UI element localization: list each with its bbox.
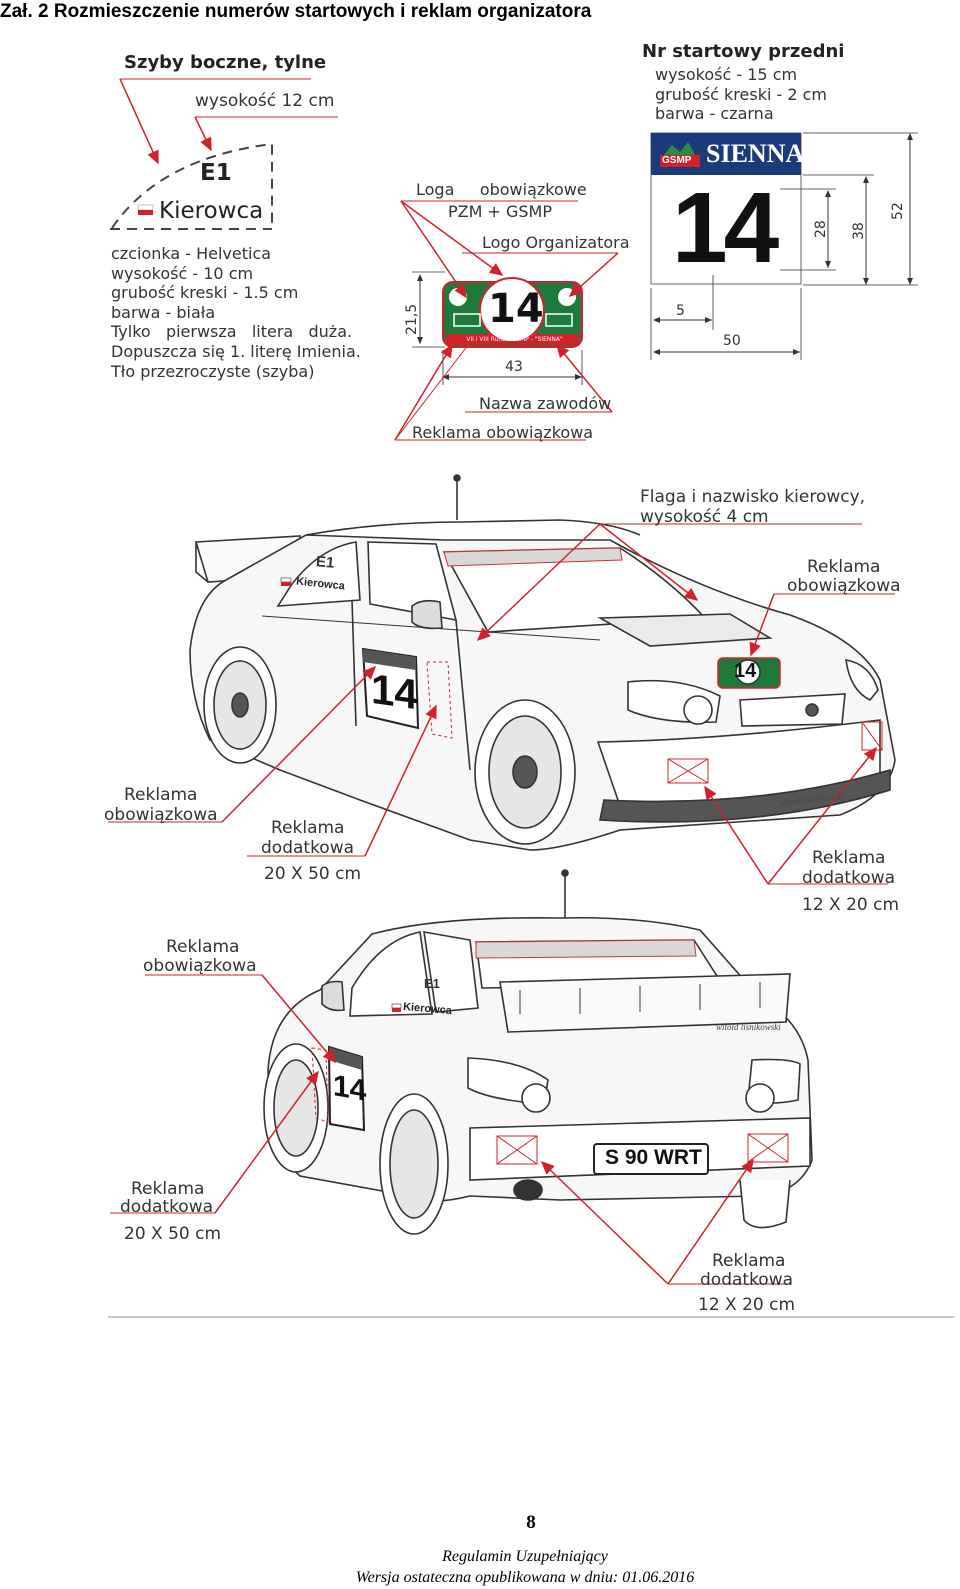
rear-bumper-extra-size: 12 X 20 cm <box>698 1295 796 1315</box>
plate-width-dim: 43 <box>505 359 523 375</box>
rear-extra-line2: dodatkowa <box>120 1197 214 1217</box>
rally-plate-diagram <box>394 200 619 441</box>
rear-extra-line1: Reklama <box>131 1179 205 1199</box>
page-title: Zał. 2 Rozmieszczenie numerów startowych… <box>0 1 592 22</box>
dim-28: 28 <box>813 220 829 238</box>
plate-mandatory-ad: Reklama obowiązkowa <box>412 423 594 442</box>
flag-label-line1: Flaga i nazwisko kierowcy, <box>640 487 866 507</box>
front-number-heading: Nr startowy przedni <box>642 41 845 62</box>
rear-door-code: E1 <box>424 976 440 991</box>
gsmp-logo: GSMP <box>662 155 692 166</box>
side-windows-height: wysokość 12 cm <box>195 91 335 111</box>
hood-plate-number: 14 <box>734 660 757 682</box>
side-window-sample <box>110 78 338 230</box>
page-number: 8 <box>526 1512 536 1533</box>
note-line: Tylko pierwsza litera duża. <box>111 322 353 342</box>
car-rear-leaders <box>110 974 790 1285</box>
plate-height-dim: 21,5 <box>404 303 420 335</box>
plate-strip-text: VII i VIII Runda GSMP - "SIENNA" <box>466 336 563 343</box>
bumper-extra-line1: Reklama <box>812 848 886 868</box>
side-window-code: E1 <box>200 160 232 186</box>
note-line: wysokość - 10 cm <box>111 263 254 283</box>
car-front-view <box>189 474 896 851</box>
side-window-name: Kierowca <box>159 198 264 224</box>
door-extra-line1: Reklama <box>271 818 345 838</box>
flag-label-line2: wysokość 4 cm <box>640 507 769 527</box>
license-plate: S 90 WRT <box>605 1146 702 1169</box>
bumper-extra-line2: dodatkowa <box>802 868 896 888</box>
bumper-extra-size: 12 X 20 cm <box>802 895 900 915</box>
door-number: 14 <box>371 664 418 719</box>
dim-50: 50 <box>723 333 741 349</box>
front-mandatory-line1: Reklama <box>807 557 881 577</box>
front-mandatory-line2: obowiązkowa <box>787 576 901 596</box>
dim-38: 38 <box>851 222 867 240</box>
footer-line2: Wersja ostateczna opublikowana w dniu: 0… <box>355 1569 695 1586</box>
rear-mandatory-line1: Reklama <box>166 937 240 957</box>
left-mandatory-line2: obowiązkowa <box>104 805 218 825</box>
side-window-notes: czcionka - Helvetica wysokość - 10 cm gr… <box>111 244 361 381</box>
note-line: barwa - biała <box>111 302 216 322</box>
left-mandatory-line1: Reklama <box>124 785 198 805</box>
note-line: Tło przezroczyste (szyba) <box>111 361 315 381</box>
spec-line: barwa - czarna <box>655 104 774 124</box>
plate-logos-sub: PZM + GSMP <box>448 202 552 221</box>
note-line: grubość kreski - 1.5 cm <box>111 283 299 303</box>
front-number-specs: wysokość - 15 cm grubość kreski - 2 cm b… <box>655 65 827 124</box>
car-front-leaders <box>108 523 895 885</box>
door-code: E1 <box>315 553 336 572</box>
dim-52: 52 <box>890 202 906 220</box>
rear-door-number: 14 <box>333 1069 367 1108</box>
front-number-digits: 14 <box>672 172 779 284</box>
plate-event-name: Nazwa zawodów <box>479 394 612 413</box>
rear-mandatory-line2: obowiązkowa <box>143 956 257 976</box>
rear-extra-size: 20 X 50 cm <box>124 1224 222 1244</box>
spec-line: wysokość - 15 cm <box>655 65 798 84</box>
footer-line1: Regulamin Uzupełniający <box>442 1548 608 1565</box>
front-number-board <box>650 132 918 360</box>
door-extra-size: 20 X 50 cm <box>264 864 362 884</box>
front-banner-text: SIENNA <box>706 139 805 168</box>
plate-number: 14 <box>488 286 544 332</box>
spec-line: grubość kreski - 2 cm <box>655 84 828 104</box>
side-windows-heading: Szyby boczne, tylne <box>124 52 327 73</box>
rear-bumper-extra-line2: dodatkowa <box>700 1270 794 1290</box>
note-line: Dopuszcza się 1. literę Imienia. <box>111 341 361 361</box>
dim-5: 5 <box>676 303 685 319</box>
rear-bumper-extra-line1: Reklama <box>712 1251 786 1271</box>
rear-artist-signature: witold lisnikowski <box>716 1022 781 1032</box>
plate-logos-label: Loga obowiązkowe <box>416 180 587 199</box>
car-rear-view <box>263 869 813 1235</box>
plate-organizer-logo: Logo Organizatora <box>482 233 630 252</box>
door-extra-line2: dodatkowa <box>261 838 355 858</box>
note-line: czcionka - Helvetica <box>111 244 272 263</box>
